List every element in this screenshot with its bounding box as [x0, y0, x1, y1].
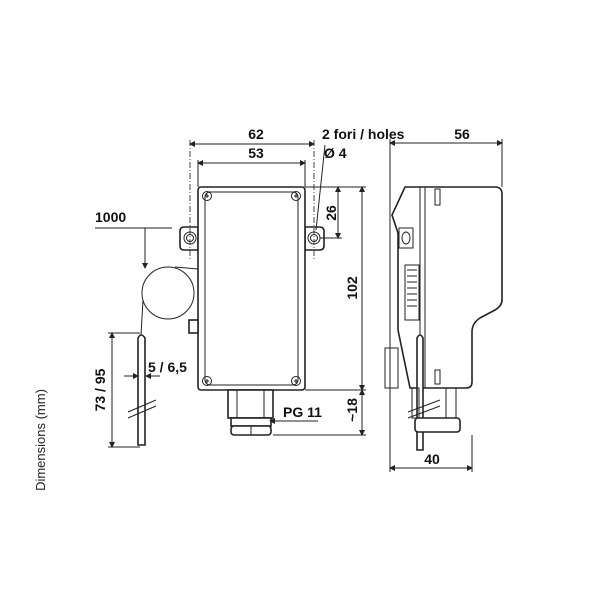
dim-gland-height: ~18 [344, 398, 360, 422]
dim-hole-offset: 26 [323, 205, 339, 221]
dimension-lines [95, 139, 503, 472]
side-view [384, 186, 503, 451]
dim-width-outer: 62 [248, 126, 264, 142]
dim-height: 102 [344, 276, 360, 300]
dim-probe-length: 73 / 95 [92, 368, 108, 411]
capillary-probe [127, 266, 199, 446]
dim-depth-base: 40 [424, 451, 440, 467]
dim-gland: PG 11 [283, 404, 322, 420]
dimensions-unit-label: Dimensions (mm) [33, 389, 48, 491]
dim-depth: 56 [454, 126, 470, 142]
dim-probe-diameter: 5 / 6,5 [148, 359, 187, 375]
enclosure-box [197, 186, 306, 391]
cable-gland [227, 389, 274, 436]
dim-hole-diameter: Ø 4 [324, 145, 347, 161]
dim-holes-label: 2 fori / holes [322, 126, 405, 142]
screw-icons [202, 191, 301, 386]
dim-capillary: 1000 [95, 209, 126, 225]
dim-width-inner: 53 [248, 145, 264, 161]
front-view [127, 186, 325, 446]
